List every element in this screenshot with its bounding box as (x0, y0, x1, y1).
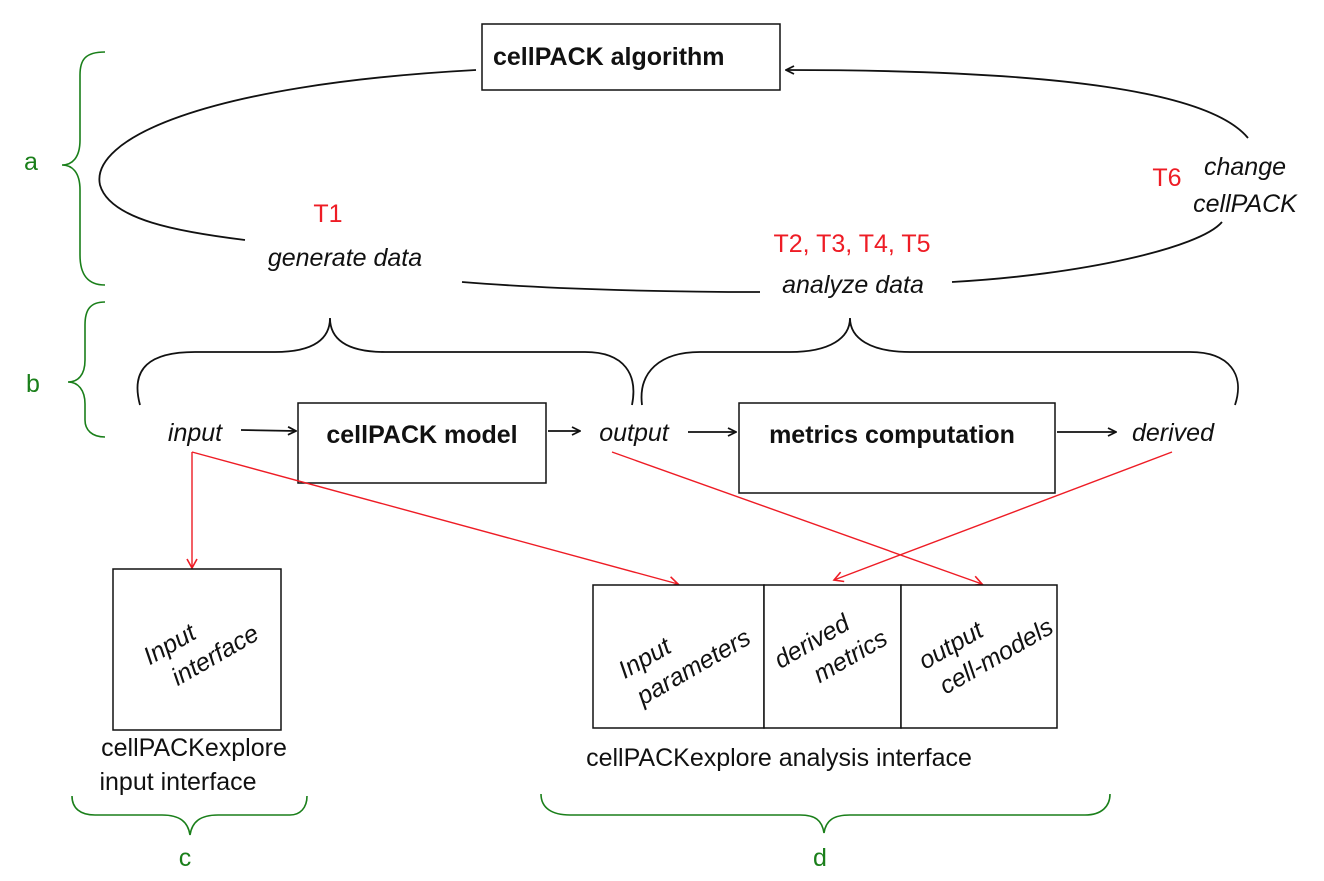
cellpack-model-label: cellPACK model (326, 421, 517, 449)
analysis-panel-output-cell-models (900, 584, 1058, 729)
analyze-data-brace (640, 317, 1239, 406)
generate-data-label: generate data (268, 244, 422, 272)
derived-node-label: derived (1132, 419, 1215, 447)
analyze-data-label: analyze data (782, 271, 924, 299)
generate-data-brace (136, 317, 635, 406)
brace-b (67, 301, 106, 438)
arrow-derived-to-metrics (832, 451, 1173, 583)
analysis-panel-input-parameters (592, 584, 765, 729)
input-interface-caption-line1: cellPACKexplore (101, 734, 287, 762)
cellpack-algorithm-label: cellPACK algorithm (493, 43, 725, 71)
loop-arc-left (98, 69, 477, 241)
brace-d (540, 793, 1111, 834)
brace-label-d: d (813, 844, 827, 872)
input-node-label: input (168, 419, 223, 447)
metrics-computation-label: metrics computation (769, 421, 1015, 449)
change-cellpack-line1: change (1204, 153, 1286, 181)
cellpack-algorithm-box (481, 23, 781, 91)
brace-label-c: c (179, 844, 192, 872)
loop-arc-right-lower (951, 221, 1223, 283)
brace-c (71, 795, 308, 836)
task-label-t1: T1 (313, 200, 342, 228)
task-label-t2-t5: T2, T3, T4, T5 (773, 230, 930, 258)
cellpack-model-box (297, 402, 547, 484)
output-node-label: output (599, 419, 670, 447)
brace-a (61, 51, 106, 286)
input-interface-caption-line2: input interface (99, 768, 256, 796)
loop-arc-right-upper (786, 70, 1249, 139)
change-cellpack-line2: cellPACK (1193, 190, 1298, 218)
arrow-input-to-model (240, 430, 296, 431)
arrow-output-to-cell-models (611, 451, 984, 587)
input-interface-panel (112, 568, 282, 731)
analysis-interface-caption: cellPACKexplore analysis interface (586, 744, 972, 772)
task-label-t6: T6 (1152, 164, 1181, 192)
brace-label-b: b (26, 370, 40, 398)
analysis-panel-derived-metrics (763, 584, 902, 729)
loop-arc-bottom (461, 281, 761, 293)
arrow-input-to-parameters (191, 451, 680, 588)
metrics-computation-box (738, 402, 1056, 494)
brace-label-a: a (24, 148, 38, 176)
